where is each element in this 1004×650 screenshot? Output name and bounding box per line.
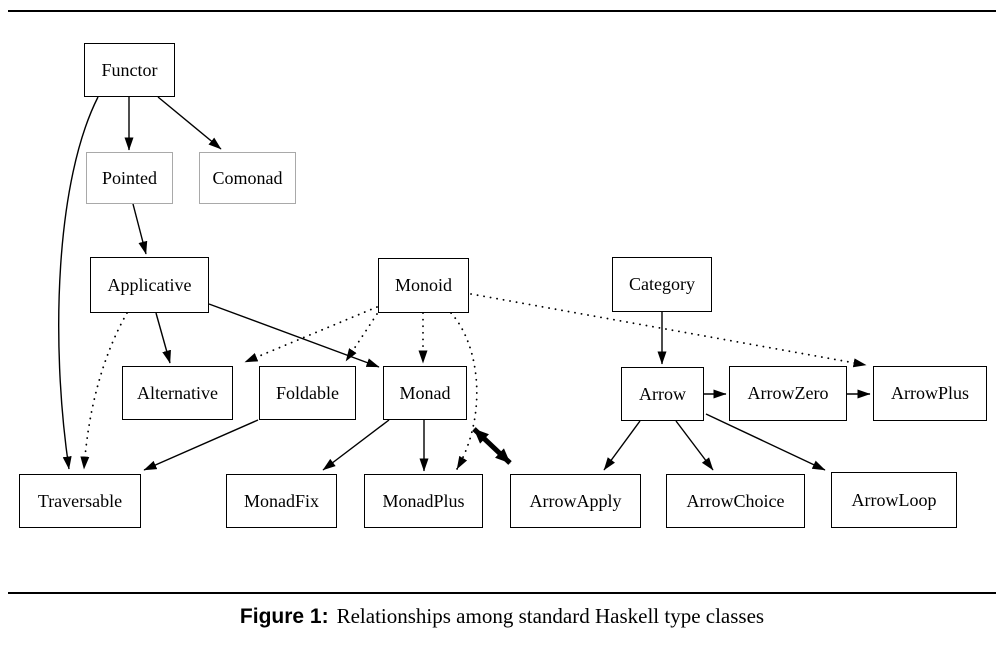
edge-monoid-foldable-dotted xyxy=(345,313,378,362)
node-arrowplus: ArrowPlus xyxy=(873,366,987,421)
figure-caption: Figure 1: Relationships among standard Ha… xyxy=(0,604,1004,629)
node-functor: Functor xyxy=(84,43,175,97)
edge-arrow-arrowchoice xyxy=(675,420,714,471)
node-alternative: Alternative xyxy=(122,366,233,420)
node-arrowchoice: ArrowChoice xyxy=(666,474,805,528)
node-monoid: Monoid xyxy=(378,258,469,313)
node-monadplus: MonadPlus xyxy=(364,474,483,528)
edge-pointed-applicative xyxy=(132,203,148,255)
edge-foldable-traversable xyxy=(143,419,259,471)
node-foldable: Foldable xyxy=(259,366,356,420)
figure-caption-label: Figure 1: xyxy=(239,605,329,628)
node-arrowapply: ArrowApply xyxy=(510,474,641,528)
edge-monoid-alternative-dotted xyxy=(244,306,378,363)
node-traversable: Traversable xyxy=(19,474,141,528)
node-monadfix: MonadFix xyxy=(226,474,337,528)
top-rule xyxy=(8,10,996,12)
node-arrowzero: ArrowZero xyxy=(729,366,847,421)
node-pointed: Pointed xyxy=(86,152,173,204)
edge-monad-arrowapply-bidirectional xyxy=(472,427,512,465)
node-comonad: Comonad xyxy=(199,152,296,204)
edge-arrow-arrowloop xyxy=(705,413,826,471)
edge-functor-comonad xyxy=(157,96,222,150)
edge-applicative-alternative xyxy=(155,312,171,364)
edge-arrow-arrowapply xyxy=(603,420,641,471)
node-arrow: Arrow xyxy=(621,367,704,421)
bottom-rule xyxy=(8,592,996,594)
node-monad: Monad xyxy=(383,366,467,420)
edge-monoid-arrowplus-dotted xyxy=(470,293,867,368)
node-category: Category xyxy=(612,257,712,312)
node-arrowloop: ArrowLoop xyxy=(831,472,957,528)
node-applicative: Applicative xyxy=(90,257,209,313)
figure-caption-text: Relationships among standard Haskell typ… xyxy=(336,604,765,628)
edge-monad-monadfix xyxy=(322,419,390,471)
edge-applicative-traversable-dotted xyxy=(80,312,128,470)
edge-applicative-monad xyxy=(208,303,380,368)
edge-functor-traversable xyxy=(58,96,99,470)
